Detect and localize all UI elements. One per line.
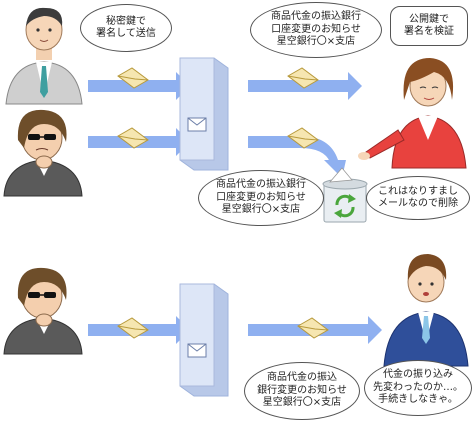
businesswoman-icon [358,58,467,169]
notice-top-bubble: 商品代金の振込銀行 口座変更のお知らせ 星空銀行〇×支店 [250,2,382,58]
notice-middle-bubble: 商品代金の振込銀行 口座変更のお知らせ 星空銀行〇×支店 [198,170,324,226]
bubble-line: 星空銀行〇×支店 [276,36,356,48]
businessman-icon [5,7,83,105]
bubble-line: 手続きしなきゃ。 [378,394,458,406]
bubble-line: 口座変更のお知らせ [216,191,306,203]
bubble-line: 星空銀行〇×支店 [221,204,301,216]
hacker-icon [3,109,83,197]
bubble-line: 先変わったのか…。 [373,381,463,393]
bubble-line: 口座変更のお知らせ [271,23,361,35]
bubble-line: 商品代金の振込 [267,372,337,384]
notice-bottom-bubble: 商品代金の振込 銀行変更のお知らせ 星空銀行〇×支店 [244,362,360,420]
bubble-line: 公開鍵で [409,13,449,25]
victim-reaction-bubble: 代金の振り込み 先変わったのか…。 手続きしなきゃ。 [364,360,472,416]
hacker-icon [3,267,83,355]
bubble-line: メールなので削除 [378,198,458,209]
sender-sign-bubble: 秘密鍵で 署名して送信 [80,4,172,52]
mail-server-icon [179,283,229,397]
bubble-line: 商品代金の振込銀行 [216,179,306,191]
bubble-line: 銀行変更のお知らせ [257,384,347,396]
recycle-icon [334,194,356,218]
bubble-line: 秘密鍵で [106,15,146,27]
spoof-deleted-bubble: これはなりすまし メールなので削除 [366,176,470,220]
bubble-line: 商品代金の振込銀行 [271,11,361,23]
trash-can-icon [322,167,368,223]
mail-server-icon [179,57,229,171]
verify-bubble: 公開鍵で 署名を検証 [390,6,468,46]
bubble-line: これはなりすまし [378,185,458,197]
bubble-line: 署名して送信 [96,28,156,39]
bubble-line: 代金の振り込み [383,369,453,381]
bubble-line: 星空銀行〇×支店 [262,397,342,409]
victim-man-icon [383,254,469,367]
bubble-line: 署名を検証 [404,26,454,37]
arrow-server-to-recipient [248,72,362,100]
